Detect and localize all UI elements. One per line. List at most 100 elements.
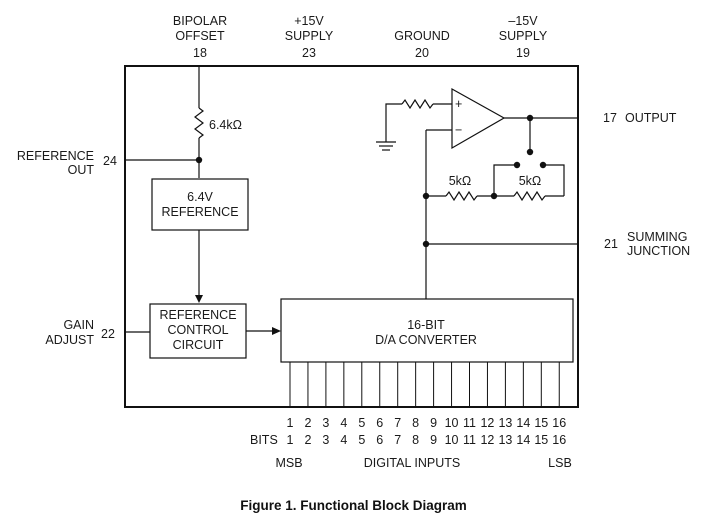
bit-pin-number: 13 bbox=[498, 416, 512, 430]
right-pin-number: 17 bbox=[603, 111, 617, 125]
bit-pin-number: 4 bbox=[340, 416, 347, 430]
resistor-5k-1-symbol bbox=[445, 190, 478, 202]
bits-label: BITS bbox=[250, 433, 278, 447]
wire bbox=[385, 103, 402, 142]
top-pin-label-line: +15V bbox=[294, 14, 324, 28]
bit-pin-number: 15 bbox=[534, 416, 548, 430]
dac-block: 16-BIT D/A CONVERTER bbox=[280, 298, 574, 363]
left-pin-gain-adjust: GAIN ADJUST 22 bbox=[45, 318, 150, 347]
arrow-right-icon bbox=[272, 327, 281, 335]
opamp-plus-sign: + bbox=[455, 97, 462, 111]
bit-number: 4 bbox=[340, 433, 347, 447]
reference-control-label-line: CONTROL bbox=[167, 323, 228, 337]
right-pin-number: 21 bbox=[604, 237, 618, 251]
switch-contact-common bbox=[526, 148, 534, 156]
bit-number: 10 bbox=[445, 433, 459, 447]
resistor-5k-2-label: 5kΩ bbox=[519, 174, 542, 188]
top-pin-bipolar-offset: BIPOLAR OFFSET 18 bbox=[173, 14, 227, 60]
switch-contact-left bbox=[513, 161, 521, 169]
reference-block-box bbox=[151, 178, 249, 231]
left-pin-label-line: ADJUST bbox=[45, 333, 94, 347]
bit-pin-number: 10 bbox=[445, 416, 459, 430]
bit-pin-number: 11 bbox=[463, 416, 476, 430]
reference-control-block-box bbox=[149, 303, 247, 359]
top-pin-label-line: SUPPLY bbox=[285, 29, 334, 43]
opamp-noninverting-input bbox=[376, 98, 452, 151]
bit-pin-number: 7 bbox=[394, 416, 401, 430]
bit-pin-number: 1 bbox=[287, 416, 294, 430]
reference-block-label-line: 6.4V bbox=[187, 190, 213, 204]
bit-labels: 1122334455667788991010111112121313141415… bbox=[287, 416, 567, 447]
bit-pin-number: 6 bbox=[376, 416, 383, 430]
bit-number: 13 bbox=[498, 433, 512, 447]
reference-control-label-line: CIRCUIT bbox=[173, 338, 224, 352]
opamp-triangle bbox=[451, 87, 506, 150]
bit-number: 1 bbox=[287, 433, 294, 447]
reference-block: 6.4V REFERENCE bbox=[151, 178, 249, 231]
bit-pin-number: 16 bbox=[552, 416, 566, 430]
lsb-label: LSB bbox=[548, 456, 572, 470]
top-pin-number: 18 bbox=[193, 46, 207, 60]
left-pin-label-line: GAIN bbox=[63, 318, 94, 332]
bit-number: 12 bbox=[480, 433, 494, 447]
bipolar-offset-path: 6.4kΩ bbox=[194, 66, 242, 178]
bit-pin-number: 9 bbox=[430, 416, 437, 430]
top-pin-ground: GROUND 20 bbox=[394, 29, 450, 60]
top-pin-label-line: OFFSET bbox=[175, 29, 225, 43]
bit-pin-number: 3 bbox=[322, 416, 329, 430]
bit-number: 6 bbox=[376, 433, 383, 447]
dac-label-line: D/A CONVERTER bbox=[375, 333, 477, 347]
top-pin-minus15v-supply: –15V SUPPLY 19 bbox=[499, 14, 548, 60]
resistor-5k-2-symbol bbox=[513, 190, 546, 202]
top-pin-number: 23 bbox=[302, 46, 316, 60]
left-pin-number: 22 bbox=[101, 327, 115, 341]
digital-inputs-label: DIGITAL INPUTS bbox=[364, 456, 461, 470]
reference-block-label-line: REFERENCE bbox=[161, 205, 238, 219]
resistor-5k-1-label: 5kΩ bbox=[449, 174, 472, 188]
wire bbox=[493, 164, 517, 196]
reference-control-block: REFERENCE CONTROL CIRCUIT bbox=[149, 303, 247, 359]
right-pin-label-line: OUTPUT bbox=[625, 111, 677, 125]
bit-pin-number: 14 bbox=[516, 416, 530, 430]
bit-number: 8 bbox=[412, 433, 419, 447]
bit-number: 14 bbox=[516, 433, 530, 447]
bit-number: 15 bbox=[534, 433, 548, 447]
right-pin-output: 17 OUTPUT bbox=[603, 111, 677, 125]
bit-number: 11 bbox=[463, 433, 476, 447]
right-pin-label-line: SUMMING bbox=[627, 230, 687, 244]
switch-contact-right bbox=[539, 161, 547, 169]
bit-number: 5 bbox=[358, 433, 365, 447]
top-pin-label-line: –15V bbox=[508, 14, 538, 28]
top-pin-number: 20 bbox=[415, 46, 429, 60]
bit-pin-number: 8 bbox=[412, 416, 419, 430]
dac-label-line: 16-BIT bbox=[407, 318, 445, 332]
ground-icon bbox=[376, 141, 396, 151]
bit-pin-number: 5 bbox=[358, 416, 365, 430]
top-pin-label-line: SUPPLY bbox=[499, 29, 548, 43]
top-pin-number: 19 bbox=[516, 46, 530, 60]
bit-pin-number: 2 bbox=[304, 416, 311, 430]
top-pin-plus15v-supply: +15V SUPPLY 23 bbox=[285, 14, 334, 60]
opamp: + − bbox=[451, 87, 506, 150]
right-pin-summing-junction: 21 SUMMING JUNCTION bbox=[604, 230, 690, 258]
feedback-network: 5kΩ 5kΩ bbox=[422, 161, 565, 202]
right-pin-label-line: JUNCTION bbox=[627, 244, 690, 258]
arrow-down-icon bbox=[195, 295, 203, 303]
bit-number: 9 bbox=[430, 433, 437, 447]
left-pin-number: 24 bbox=[103, 154, 117, 168]
resistor-6-4k-label: 6.4kΩ bbox=[209, 118, 242, 132]
resistor-symbol bbox=[401, 98, 434, 110]
left-pin-reference-out: REFERENCE OUT 24 bbox=[17, 149, 199, 177]
msb-label: MSB bbox=[275, 456, 302, 470]
top-pin-label-line: GROUND bbox=[394, 29, 450, 43]
bit-number: 16 bbox=[552, 433, 566, 447]
top-pin-label-line: BIPOLAR bbox=[173, 14, 227, 28]
bit-number: 7 bbox=[394, 433, 401, 447]
chip-body bbox=[124, 65, 579, 408]
opamp-minus-sign: − bbox=[455, 123, 462, 137]
resistor-6-4k-symbol bbox=[194, 107, 204, 139]
bit-number: 3 bbox=[322, 433, 329, 447]
reference-control-label-line: REFERENCE bbox=[159, 308, 236, 322]
bit-number: 2 bbox=[304, 433, 311, 447]
left-pin-label-line: REFERENCE bbox=[17, 149, 94, 163]
